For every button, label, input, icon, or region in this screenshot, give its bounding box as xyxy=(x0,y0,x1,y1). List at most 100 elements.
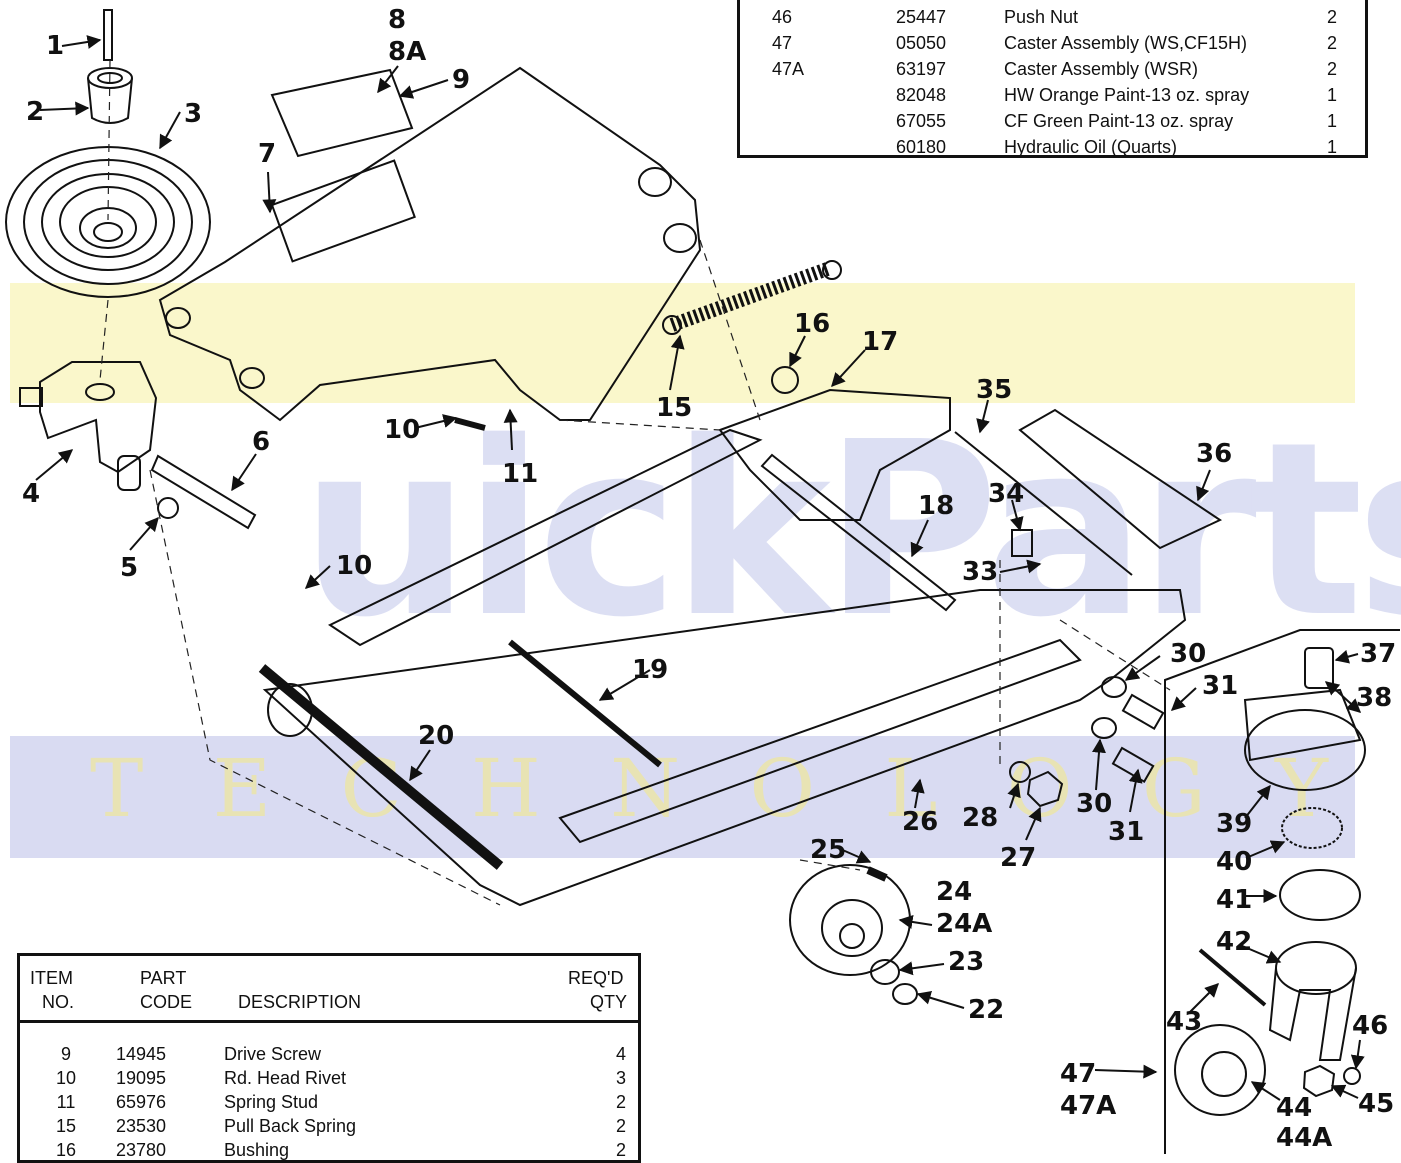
req-qty: 4 xyxy=(615,1044,626,1064)
header-code-line1: PART xyxy=(140,968,187,988)
ring-22 xyxy=(892,983,918,1005)
plate-36 xyxy=(1018,408,1223,550)
leader-arrows xyxy=(35,35,1365,1101)
description: Rd. Head Rivet xyxy=(224,1068,347,1088)
axle-43 xyxy=(1198,948,1267,1007)
header-qty-line2: QTY xyxy=(590,992,628,1012)
callout: 47 xyxy=(1060,1059,1096,1089)
table-row: 9 14945 Drive Screw 4 xyxy=(20,1042,638,1066)
table-row: 10 19095 Rd. Head Rivet 3 xyxy=(20,1066,638,1090)
callout: 10 xyxy=(336,551,372,581)
description: HW Orange Paint-13 oz. spray xyxy=(1004,85,1250,105)
label-plate xyxy=(270,68,414,158)
callout: 37 xyxy=(1360,639,1396,669)
callout: 16 xyxy=(794,309,830,339)
description: Bushing xyxy=(224,1140,290,1160)
header-description: DESCRIPTION xyxy=(238,992,362,1012)
item-no: 47 xyxy=(772,33,793,53)
parts-table: ITEM NO. PART CODE DESCRIPTION REQ'D QTY… xyxy=(17,953,641,1163)
callout: 36 xyxy=(1196,439,1232,469)
callout: 11 xyxy=(502,459,538,489)
item-no: 15 xyxy=(55,1116,77,1136)
description: Hydraulic Oil (Quarts) xyxy=(1004,137,1178,157)
callout: 47A xyxy=(1060,1091,1116,1121)
callout: 31 xyxy=(1202,671,1238,701)
wm-letter: G xyxy=(1141,742,1208,835)
axle-20 xyxy=(258,664,504,870)
saddle-disc xyxy=(5,146,211,298)
callout: 43 xyxy=(1166,1007,1202,1037)
part-code: 23530 xyxy=(116,1116,167,1136)
callout: 8 xyxy=(388,5,406,35)
bolt-37 xyxy=(1304,647,1334,689)
callout: 9 xyxy=(452,65,470,95)
part-code: 63197 xyxy=(896,59,947,79)
part-code: 05050 xyxy=(896,33,947,53)
nut-45 xyxy=(1302,1064,1336,1098)
callout: 35 xyxy=(976,375,1012,405)
req-qty: 2 xyxy=(615,1116,626,1136)
callout: 46 xyxy=(1352,1011,1388,1041)
callout: 28 xyxy=(962,803,998,833)
req-qty: 2 xyxy=(1326,33,1337,53)
frame-rail-right xyxy=(262,589,1187,907)
callout: 7 xyxy=(258,139,276,169)
frame-lower-bar xyxy=(558,638,1082,844)
bearing-40 xyxy=(1281,807,1343,849)
description: Pull Back Spring xyxy=(224,1116,357,1136)
item-no: 10 xyxy=(55,1068,77,1088)
callout: 24A xyxy=(936,909,992,939)
part-code: 14945 xyxy=(116,1044,167,1064)
req-qty: 1 xyxy=(1326,111,1337,131)
callout: 26 xyxy=(902,807,938,837)
callout: 1 xyxy=(46,31,64,61)
seal-41 xyxy=(1279,869,1361,921)
caster-group-outline xyxy=(1164,629,1400,1154)
parts-table-header: ITEM NO. PART CODE DESCRIPTION REQ'D QTY xyxy=(20,956,638,1023)
description: Push Nut xyxy=(1004,7,1079,27)
description: Spring Stud xyxy=(224,1092,319,1112)
part-code: 19095 xyxy=(116,1068,167,1088)
callout: 34 xyxy=(988,479,1024,509)
caster-wheel xyxy=(1174,1024,1266,1116)
callout: 25 xyxy=(810,835,846,865)
callout: 41 xyxy=(1216,885,1252,915)
part-code: 67055 xyxy=(896,111,947,131)
callout: 31 xyxy=(1108,817,1144,847)
callout: 20 xyxy=(418,721,454,751)
callout: 30 xyxy=(1170,639,1206,669)
lift-arm xyxy=(158,66,702,422)
callout: 45 xyxy=(1358,1089,1394,1119)
watermark-band-blue xyxy=(10,736,1355,858)
assembly-lines xyxy=(99,59,1171,906)
callout: 44 xyxy=(1276,1093,1312,1123)
description: Caster Assembly (WSR) xyxy=(1004,59,1199,79)
part-code: 65976 xyxy=(116,1092,167,1112)
req-qty: 3 xyxy=(615,1068,626,1088)
description: Caster Assembly (WS,CF15H) xyxy=(1004,33,1248,53)
req-qty: 2 xyxy=(615,1140,626,1160)
frame-end-boss xyxy=(267,683,313,737)
description: Drive Screw xyxy=(224,1044,322,1064)
washer-28 xyxy=(1009,761,1031,783)
callout: 24 xyxy=(936,877,972,907)
wm-letter: T xyxy=(90,742,146,835)
caster-top-housing xyxy=(1243,688,1366,791)
part-code: 23780 xyxy=(116,1140,167,1160)
callout: 27 xyxy=(1000,843,1036,873)
callout: 10 xyxy=(384,415,420,445)
item-no: 9 xyxy=(60,1044,71,1064)
bolt-31-upper xyxy=(1121,693,1165,730)
push-nut-46 xyxy=(1343,1067,1361,1085)
pull-back-spring xyxy=(662,260,842,335)
req-qty: 2 xyxy=(1326,7,1337,27)
callout: 19 xyxy=(632,655,668,685)
retaining-clip xyxy=(157,497,179,519)
callout-labels: 1 2 3 4 5 6 7 8 8A 9 10 10 11 15 16 17 1… xyxy=(22,5,1396,1153)
part-code: 25447 xyxy=(896,7,947,27)
watermark-brand: uickParts xyxy=(300,390,1401,670)
